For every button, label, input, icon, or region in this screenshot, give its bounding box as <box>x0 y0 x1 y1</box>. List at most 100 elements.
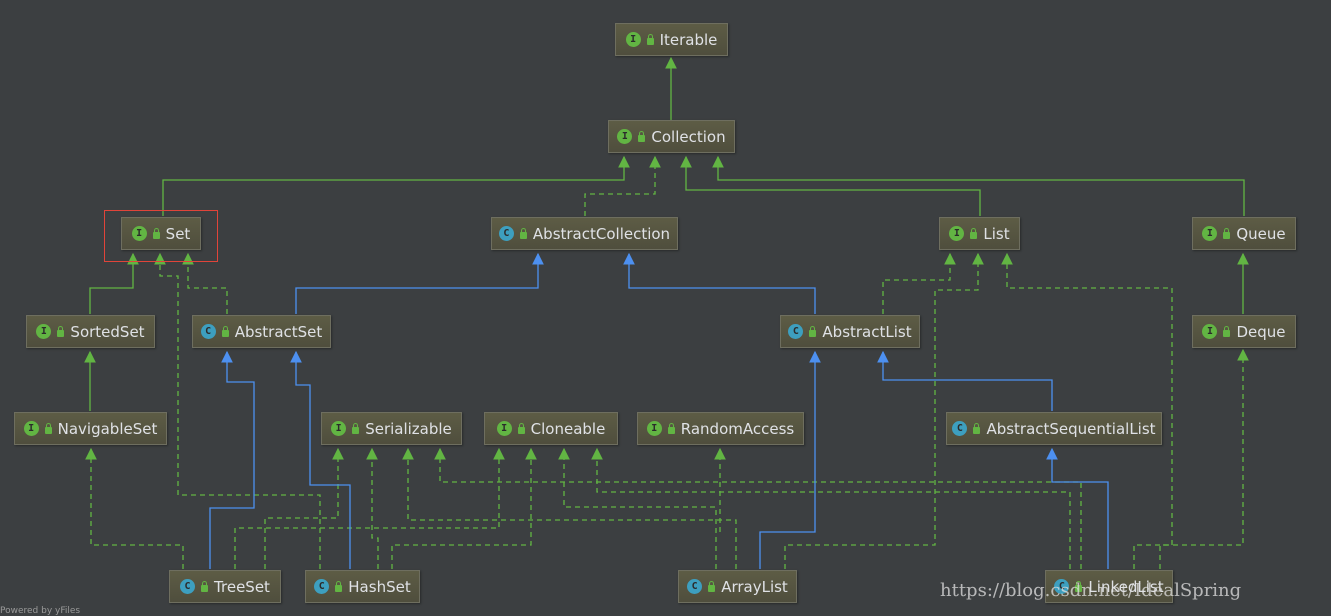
node-abstractlist[interactable]: C AbstractList <box>780 315 920 348</box>
edge-abstractcollection-collection <box>584 155 661 216</box>
node-label: LinkedList <box>1088 577 1164 596</box>
interface-icon: I <box>496 421 512 436</box>
lock-icon <box>1075 581 1083 592</box>
edge-arraylist-list <box>784 252 984 569</box>
node-deque[interactable]: I Deque <box>1192 315 1296 348</box>
node-randomaccess[interactable]: I RandomAccess <box>637 412 804 445</box>
node-label: AbstractCollection <box>532 224 671 243</box>
interface-icon: I <box>646 421 662 436</box>
node-abstractcollection[interactable]: C AbstractCollection <box>491 217 678 250</box>
node-navigableset[interactable]: I NavigableSet <box>14 412 167 445</box>
node-queue[interactable]: I Queue <box>1192 217 1296 250</box>
node-serializable[interactable]: I Serializable <box>321 412 462 445</box>
node-cloneable[interactable]: I Cloneable <box>484 412 618 445</box>
node-label: Queue <box>1236 224 1286 243</box>
interface-icon: I <box>36 324 52 339</box>
edge-set-collection <box>162 155 630 216</box>
lock-icon <box>638 131 646 142</box>
edge-linkedlist-list <box>1001 252 1173 569</box>
edge-hashset-serializable <box>366 447 379 569</box>
lock-icon <box>517 423 525 434</box>
node-treeset[interactable]: C TreeSet <box>169 570 281 603</box>
node-label: List <box>983 224 1010 243</box>
node-label: AbstractList <box>822 322 912 341</box>
edge-arraylist-cloneable <box>558 447 717 569</box>
interface-icon: I <box>949 226 965 241</box>
edge-abstractset-set <box>182 252 228 314</box>
lock-icon <box>970 228 978 239</box>
edge-abstractlist-list <box>882 252 956 314</box>
lock-icon <box>646 34 654 45</box>
interface-icon: I <box>1202 324 1218 339</box>
abstract-class-icon: C <box>952 421 968 436</box>
edge-hashset-abstractset <box>290 350 351 569</box>
lock-icon <box>1223 326 1231 337</box>
lock-icon <box>809 326 817 337</box>
footer-text: Powered by yFiles <box>0 606 81 616</box>
node-label: Serializable <box>365 419 452 438</box>
edge-treeset-serializable <box>264 447 344 569</box>
node-arraylist[interactable]: C ArrayList <box>678 570 797 603</box>
edge-linkedlist-serializable <box>434 447 1082 569</box>
class-icon: C <box>1054 579 1070 594</box>
edge-treeset-abstractset <box>209 350 255 569</box>
lock-icon <box>201 581 209 592</box>
node-label: Collection <box>651 127 726 146</box>
lock-icon <box>335 581 343 592</box>
lock-icon <box>973 423 981 434</box>
edge-arraylist-abstractlist <box>759 350 821 569</box>
node-label: TreeSet <box>214 577 270 596</box>
edge-sortedset-set <box>89 252 139 314</box>
node-label: AbstractSet <box>234 322 323 341</box>
interface-icon: I <box>331 421 347 436</box>
node-abstractset[interactable]: C AbstractSet <box>192 315 331 348</box>
abstract-class-icon: C <box>200 324 216 339</box>
node-label: ArrayList <box>721 577 788 596</box>
lock-icon <box>667 423 675 434</box>
class-extends-edges <box>209 252 1109 569</box>
lock-icon <box>352 423 360 434</box>
node-abstractsequentiallist[interactable]: C AbstractSequentialList <box>946 412 1162 445</box>
lock-icon <box>519 228 527 239</box>
edge-arraylist-serializable <box>402 447 737 569</box>
edge-list-collection <box>680 155 981 216</box>
lock-icon <box>708 581 716 592</box>
interface-extends-edges <box>84 56 1249 411</box>
edge-linkedlist-deque <box>1133 348 1249 569</box>
node-hashset[interactable]: C HashSet <box>305 570 420 603</box>
implements-edges <box>85 155 1249 569</box>
node-label: Cloneable <box>530 419 606 438</box>
interface-icon: I <box>1202 226 1218 241</box>
class-icon: C <box>687 579 703 594</box>
node-label: RandomAccess <box>680 419 795 438</box>
node-label: Set <box>165 224 191 243</box>
node-iterable[interactable]: I Iterable <box>615 23 728 56</box>
lock-icon <box>57 326 65 337</box>
edge-abstractsequentiallist-abstractlist <box>877 350 1053 411</box>
edge-treeset-cloneable <box>234 447 505 569</box>
edge-linkedlist-abstractsequentiallist <box>1046 447 1109 569</box>
node-list[interactable]: I List <box>939 217 1020 250</box>
node-sortedset[interactable]: I SortedSet <box>26 315 155 348</box>
lock-icon <box>44 423 52 434</box>
node-linkedlist[interactable]: C LinkedList <box>1045 570 1173 603</box>
interface-icon: I <box>131 226 147 241</box>
node-label: Iterable <box>659 30 718 49</box>
edge-abstractlist-abstractcollection <box>623 252 816 314</box>
lock-icon <box>1223 228 1231 239</box>
node-label: NavigableSet <box>57 419 158 438</box>
edge-hashset-set <box>154 252 321 569</box>
edge-queue-collection <box>712 155 1245 216</box>
interface-icon: I <box>625 32 641 47</box>
class-icon: C <box>314 579 330 594</box>
edge-navigableset-treeset <box>85 447 184 569</box>
edge-hashset-cloneable <box>391 447 537 569</box>
node-collection[interactable]: I Collection <box>608 120 735 153</box>
node-label: Deque <box>1236 322 1286 341</box>
class-icon: C <box>180 579 196 594</box>
watermark: https://blog.csdn.net/IdealSpring <box>940 580 1242 601</box>
node-set[interactable]: I Set <box>121 217 201 250</box>
edge-abstractset-abstractcollection <box>295 252 544 314</box>
edge-linkedlist-cloneable <box>591 447 1071 569</box>
